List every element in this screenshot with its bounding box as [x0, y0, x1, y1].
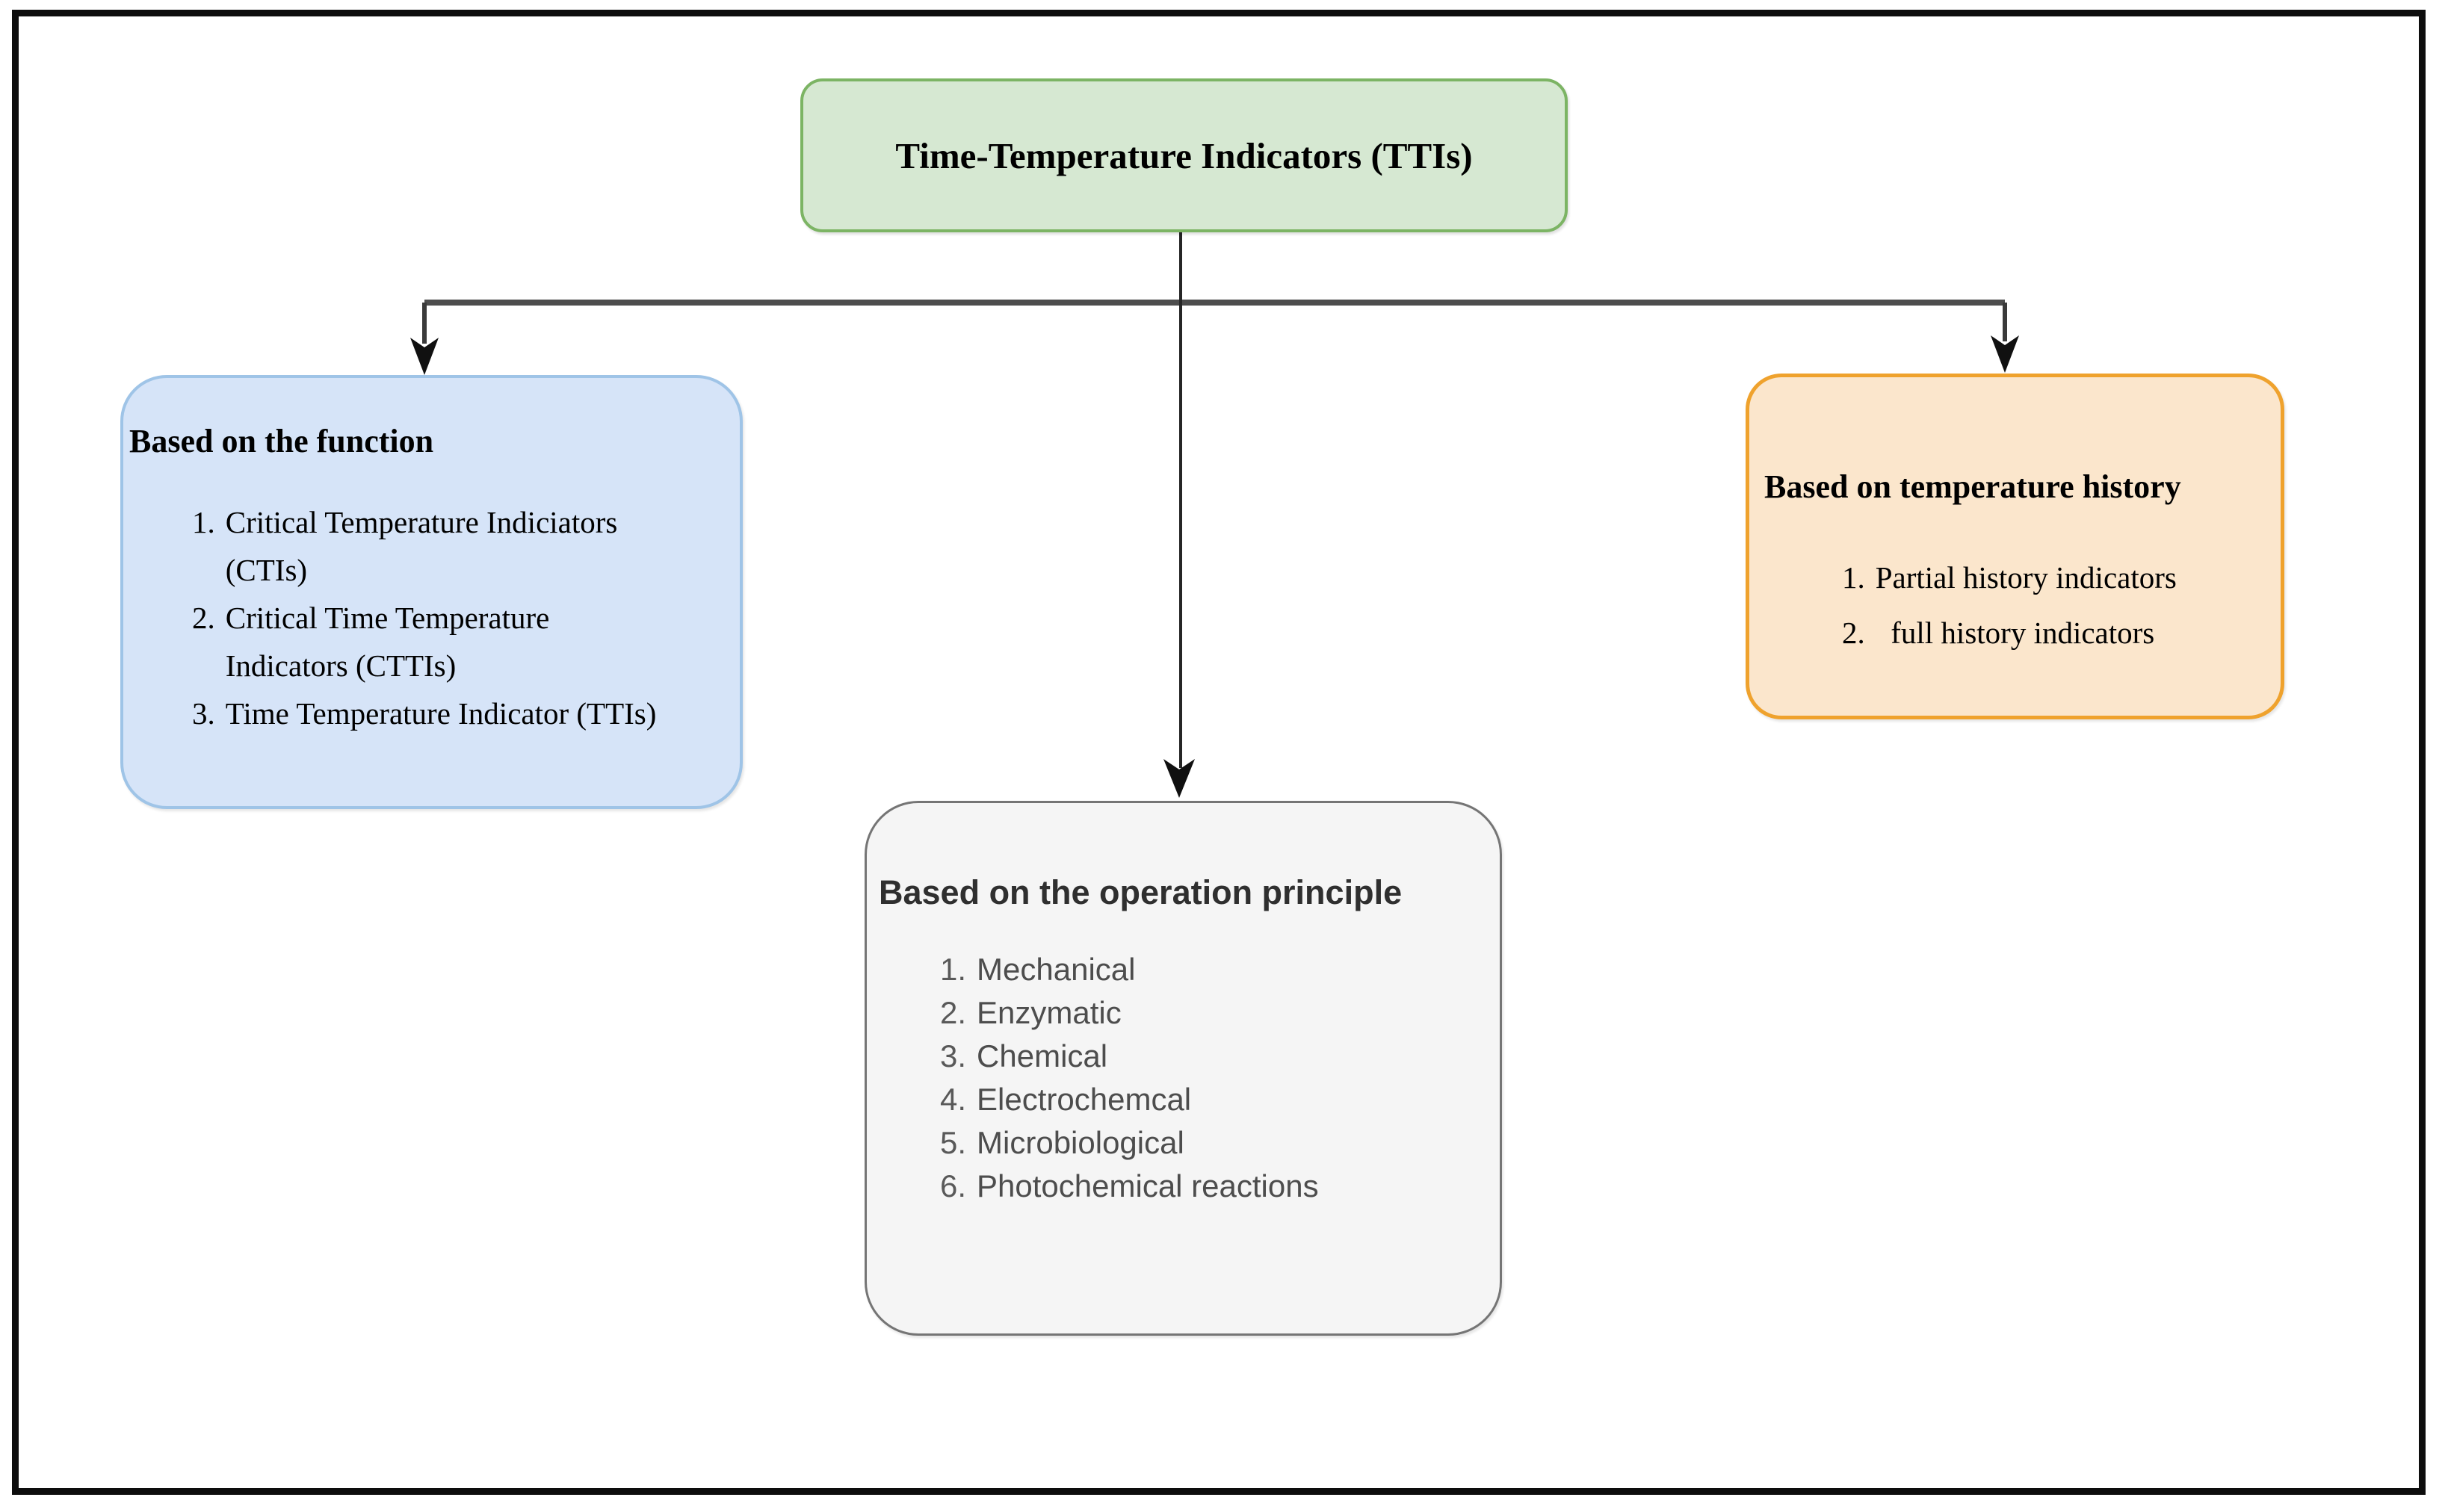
item-text: Time Temperature Indicator (TTIs) — [225, 695, 657, 731]
item-number: 1. — [192, 504, 215, 539]
item-number: 2. — [940, 994, 967, 1030]
item-number: 1. — [940, 951, 967, 987]
item-number: 4. — [940, 1081, 967, 1117]
branch-function-list: 1. Critical Temperature Indiciators (CTI… — [123, 498, 740, 737]
item-number: 2. — [192, 600, 215, 635]
list-item: 2. Critical Time Temperature Indicators … — [192, 594, 740, 690]
item-text: Microbiological — [977, 1124, 1184, 1160]
branch-node-function: Based on the function 1. Critical Temper… — [120, 375, 743, 809]
root-node-ttis: Time-Temperature Indicators (TTIs) — [800, 78, 1568, 232]
list-item: 1. Critical Temperature Indiciators (CTI… — [192, 498, 740, 594]
branch-history-list: 1. Partial history indicators 2. full hi… — [1749, 550, 2281, 660]
list-item: 1. Mechanical — [940, 948, 1500, 991]
item-text: Electrochemcal — [977, 1081, 1192, 1117]
branch-history-heading: Based on temperature history — [1764, 468, 2181, 505]
list-item: 1. Partial history indicators — [1842, 550, 2281, 605]
item-number: 3. — [940, 1038, 967, 1073]
list-item: 3. Chemical — [940, 1035, 1500, 1078]
list-item: 2. full history indicators — [1842, 605, 2281, 660]
branch-function-heading: Based on the function — [129, 423, 434, 459]
item-number: 2. — [1842, 615, 1865, 650]
branch-node-operation: Based on the operation principle 1. Mech… — [865, 801, 1502, 1336]
item-text: full history indicators — [1875, 615, 2155, 650]
list-item: 5. Microbiological — [940, 1121, 1500, 1165]
item-text: Mechanical — [977, 951, 1136, 987]
item-text: Enzymatic — [977, 994, 1122, 1030]
list-item: 3. Time Temperature Indicator (TTIs) — [192, 690, 740, 737]
outer-frame — [12, 10, 2426, 1495]
item-text: Critical Time Temperature Indicators (CT… — [225, 600, 550, 683]
item-number: 5. — [940, 1124, 967, 1160]
item-text: Partial history indicators — [1875, 560, 2177, 595]
item-text: Critical Temperature Indiciators (CTIs) — [225, 504, 618, 587]
item-number: 3. — [192, 695, 215, 731]
branch-node-history: Based on temperature history 1. Partial … — [1746, 374, 2284, 719]
item-number: 6. — [940, 1168, 967, 1203]
branch-operation-heading: Based on the operation principle — [879, 873, 1403, 911]
item-text: Chemical — [977, 1038, 1108, 1073]
root-node-label: Time-Temperature Indicators (TTIs) — [895, 134, 1473, 176]
item-number: 1. — [1842, 560, 1865, 595]
branch-operation-list: 1. Mechanical 2. Enzymatic 3. Chemical 4… — [867, 948, 1500, 1208]
list-item: 2. Enzymatic — [940, 991, 1500, 1035]
list-item: 6. Photochemical reactions — [940, 1165, 1500, 1208]
list-item: 4. Electrochemcal — [940, 1078, 1500, 1121]
item-text: Photochemical reactions — [977, 1168, 1319, 1203]
